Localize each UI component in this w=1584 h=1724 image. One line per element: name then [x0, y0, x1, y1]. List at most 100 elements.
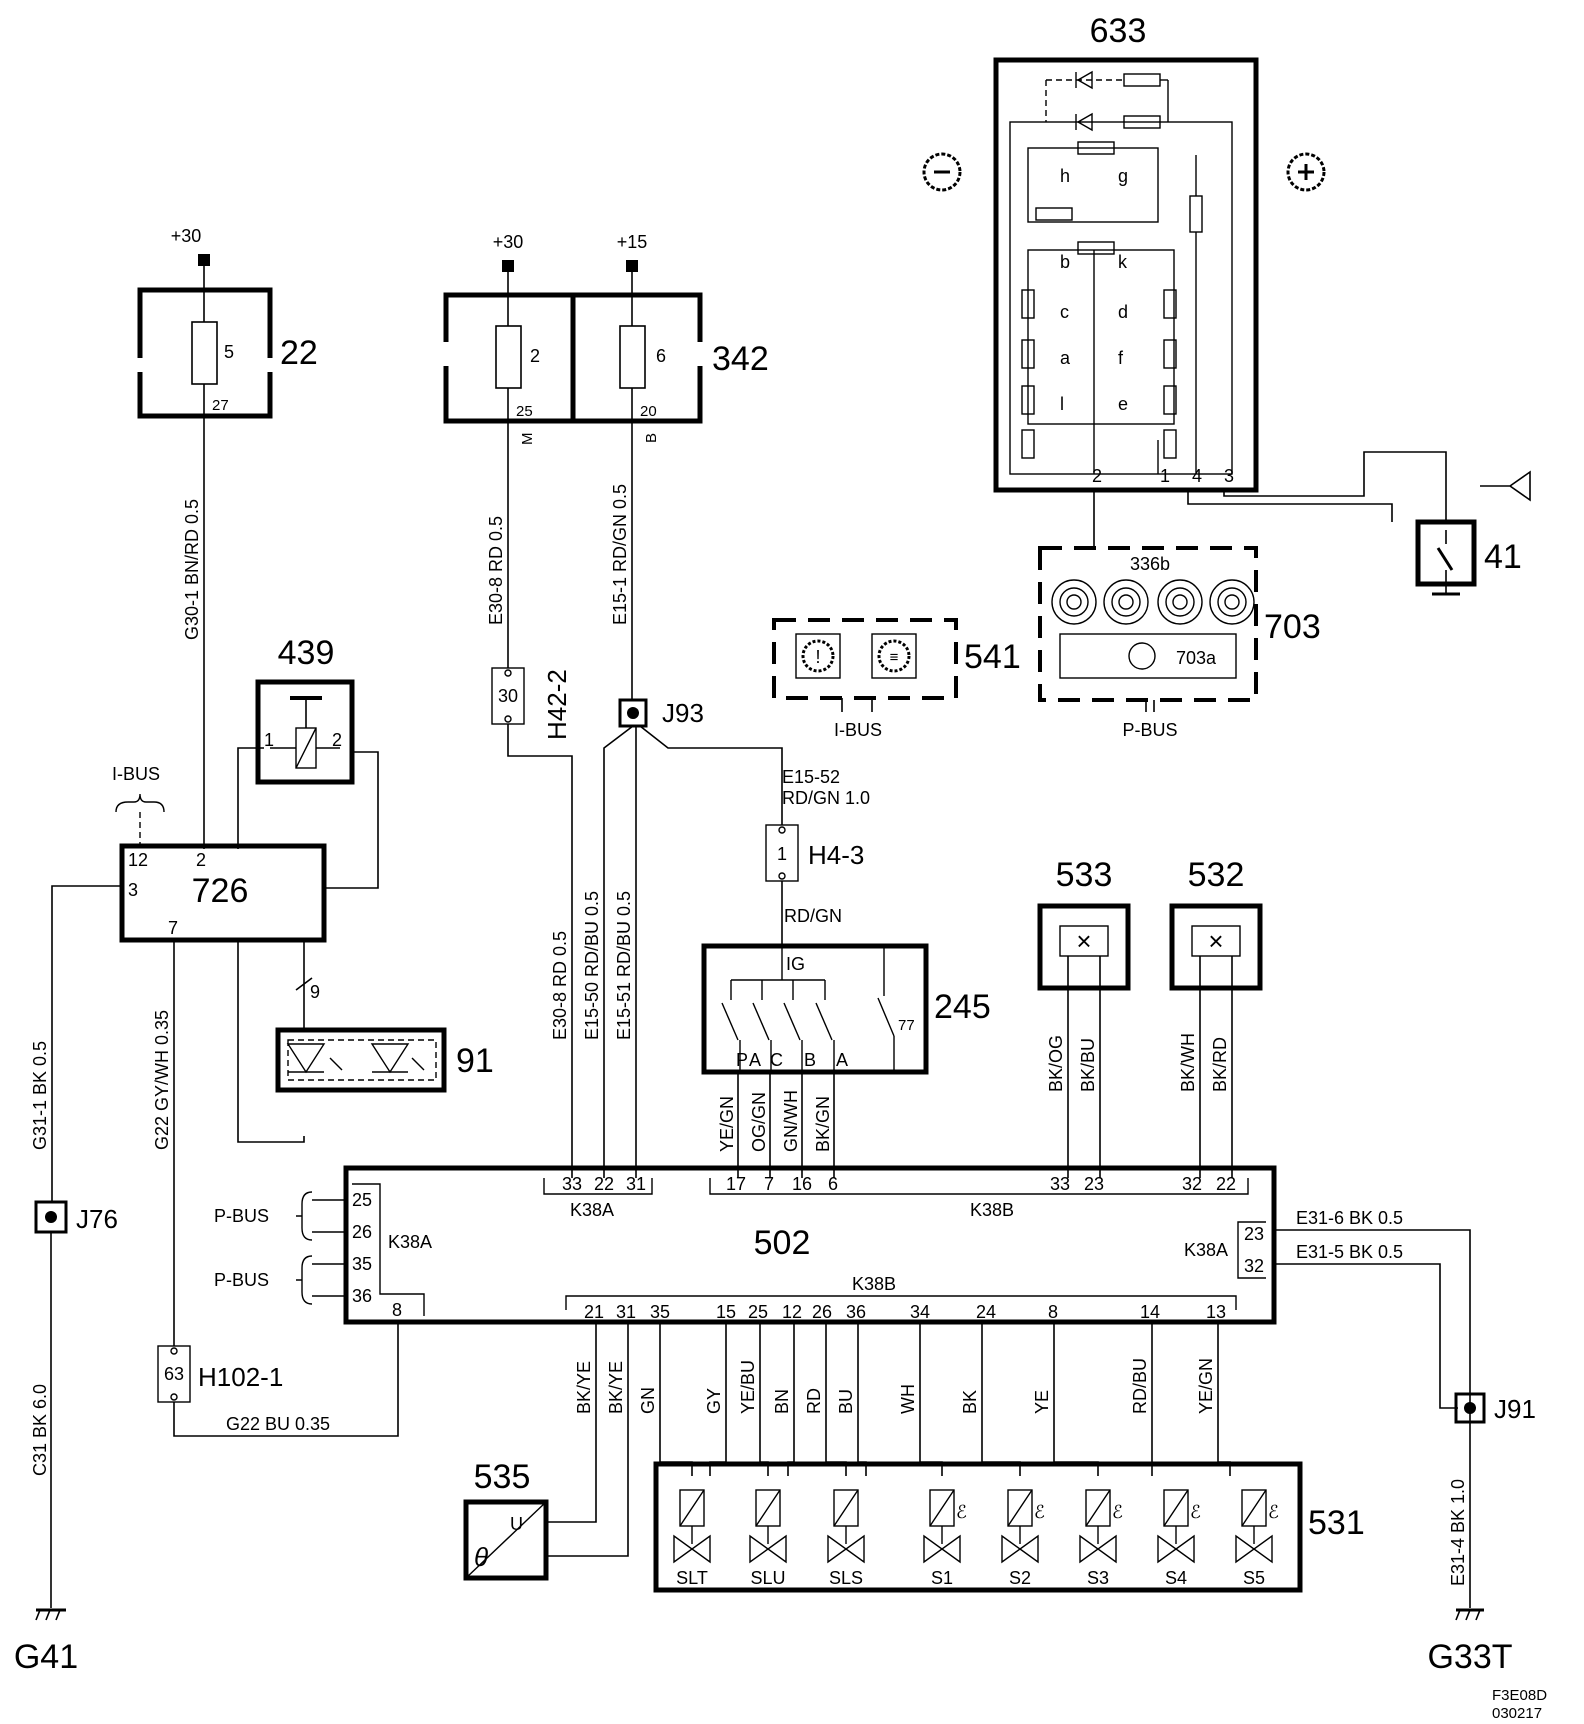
pin-label: 12 [782, 1302, 802, 1322]
component-533: 533 × BK/OG BK/BU [1037, 856, 1131, 1178]
splice-label: J91 [1494, 1394, 1536, 1424]
wire-label: E31-4 BK 1.0 [1448, 1479, 1468, 1586]
pin-label: 336b [1130, 554, 1170, 574]
pin-label: 22 [594, 1174, 614, 1194]
wire-label: GY [704, 1388, 724, 1414]
valve-slt: SLT [673, 1489, 711, 1588]
pin-label: 25 [748, 1302, 768, 1322]
valve-label: SLS [829, 1568, 863, 1588]
pin-label: 33 [562, 1174, 582, 1194]
pin-label: 31 [626, 1174, 646, 1194]
valve-s1: ℰS1 [923, 1489, 967, 1588]
horn-icon [1480, 470, 1531, 502]
pin-label: 35 [352, 1254, 372, 1274]
wire-label: E31-6 BK 0.5 [1296, 1208, 1403, 1228]
wire-label: E30-8 RD 0.5 [486, 516, 506, 625]
component-label: 342 [712, 340, 769, 378]
gear-position: B [804, 1050, 816, 1070]
valve-label: S4 [1165, 1568, 1187, 1588]
component-245: IG 77 P A C B A 245 [701, 943, 991, 1075]
splice-j76: J76 [34, 1200, 118, 1234]
pin-label: 8 [392, 1300, 402, 1320]
pin-label: 32 [1244, 1256, 1264, 1276]
component-633: 633 h g b k c d a [922, 12, 1326, 493]
svg-text:!: ! [815, 647, 820, 667]
pin-label: 25 [352, 1190, 372, 1210]
component-label: 541 [964, 638, 1021, 676]
wire-label: C31 BK 6.0 [30, 1384, 50, 1476]
wire-e15-52 [639, 725, 783, 825]
component-label: 531 [1308, 1504, 1365, 1542]
component-label: 703a [1176, 648, 1217, 668]
component-502: 502 K38A K38B 33 22 31 17 7 16 6 33 23 3… [214, 1165, 1277, 1325]
bus-label: I-BUS [112, 764, 160, 784]
pin-label: IG [786, 954, 805, 974]
component-label: 532 [1188, 856, 1245, 894]
svg-text:≡: ≡ [890, 649, 899, 666]
pin-label: 13 [1206, 1302, 1226, 1322]
pin-label: 34 [910, 1302, 930, 1322]
ground-label: G41 [14, 1638, 78, 1676]
switch-label: a [1060, 348, 1071, 368]
ground-g41: G41 [14, 1608, 78, 1676]
connector-label: K38B [852, 1274, 896, 1294]
connector-h42-2: 30 H42-2 [491, 667, 572, 740]
switch-contacts [721, 946, 895, 1072]
wire-label: BK/RD [1210, 1037, 1230, 1092]
component-535: 535 U θ [463, 1458, 549, 1581]
svg-text:ℰ: ℰ [1034, 1502, 1045, 1522]
valve-sls: SLS [827, 1489, 865, 1588]
splice-j91: J91 [1454, 1392, 1536, 1424]
fuse-element [191, 321, 218, 385]
svg-text:×: × [1208, 926, 1223, 956]
wire-label: E15-51 RD/BU 0.5 [614, 891, 634, 1040]
pin-label: 23 [1244, 1224, 1264, 1244]
plus-gear-icon [1286, 152, 1326, 192]
pin-label: 3 [128, 880, 138, 900]
bus-label: P-BUS [214, 1270, 269, 1290]
pin-label: 1 [1160, 466, 1170, 486]
pin-label: 12 [128, 850, 148, 870]
wire-label: BK/YE [606, 1361, 626, 1414]
switch-label: l [1060, 394, 1064, 414]
wire-e31-6 [1274, 1229, 1471, 1608]
svg-text:×: × [1076, 926, 1091, 956]
wire-label: YE/GN [1196, 1358, 1216, 1414]
pin-label: 3 [1224, 466, 1234, 486]
splice-j93: J93 [618, 698, 704, 728]
wire-label: OG/GN [749, 1092, 769, 1152]
connector-h102-1: 63 H102-1 [157, 1345, 283, 1403]
wire-label: BK/OG [1046, 1035, 1066, 1092]
connector-label: H42-2 [542, 669, 572, 740]
wire-label: G22 BU 0.35 [226, 1414, 330, 1434]
component-label: 502 [754, 1224, 811, 1262]
ground-g33t: G33T [1427, 1608, 1513, 1676]
pin-label: 36 [846, 1302, 866, 1322]
fuse-pin: 25 [516, 403, 533, 420]
pin-label: 7 [764, 1174, 774, 1194]
valve-label: S5 [1243, 1568, 1265, 1588]
pin-label: 26 [352, 1222, 372, 1242]
pin-label: 17 [726, 1174, 746, 1194]
switch-label: k [1118, 252, 1128, 272]
pin-label: 8 [1048, 1302, 1058, 1322]
wire-label: RD/BU [1130, 1358, 1150, 1414]
footer-date: 030217 [1492, 1705, 1542, 1722]
svg-text:θ: θ [474, 1542, 488, 1572]
connector-label: H102-1 [198, 1362, 283, 1392]
pin-label: 14 [1140, 1302, 1160, 1322]
switch-label: f [1118, 348, 1124, 368]
pin-label: 22 [1216, 1174, 1236, 1194]
connector-pin: 30 [498, 686, 518, 706]
valve-label: S1 [931, 1568, 953, 1588]
wire-label: G22 GY/WH 0.35 [152, 1010, 172, 1150]
wire-label: BK/WH [1178, 1033, 1198, 1092]
wire-label: YE/BU [738, 1360, 758, 1414]
pin-label: 32 [1182, 1174, 1202, 1194]
fuse-box-outline [137, 287, 273, 419]
pin-label: 1 [264, 730, 274, 750]
component-22: +30 5 27 22 [137, 226, 318, 419]
component-label: 533 [1056, 856, 1113, 894]
wire-label: RD [804, 1388, 824, 1414]
wire-label: YE [1032, 1390, 1052, 1414]
